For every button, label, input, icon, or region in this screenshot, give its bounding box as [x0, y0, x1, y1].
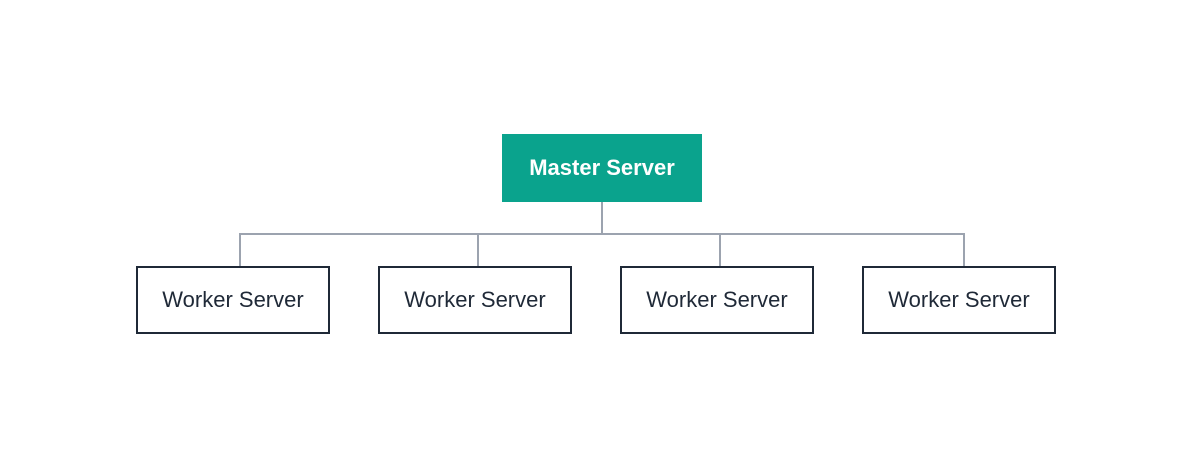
worker-server-label-2: Worker Server — [404, 287, 546, 312]
worker-server-label-1: Worker Server — [162, 287, 304, 312]
worker-server-label-4: Worker Server — [888, 287, 1030, 312]
worker-server-label-3: Worker Server — [646, 287, 788, 312]
worker-server-node-3: Worker Server — [620, 266, 814, 334]
worker-server-node-1: Worker Server — [136, 266, 330, 334]
worker-server-node-2: Worker Server — [378, 266, 572, 334]
master-server-label: Master Server — [529, 155, 675, 180]
worker-server-node-4: Worker Server — [862, 266, 1056, 334]
master-server-node: Master Server — [502, 134, 702, 202]
